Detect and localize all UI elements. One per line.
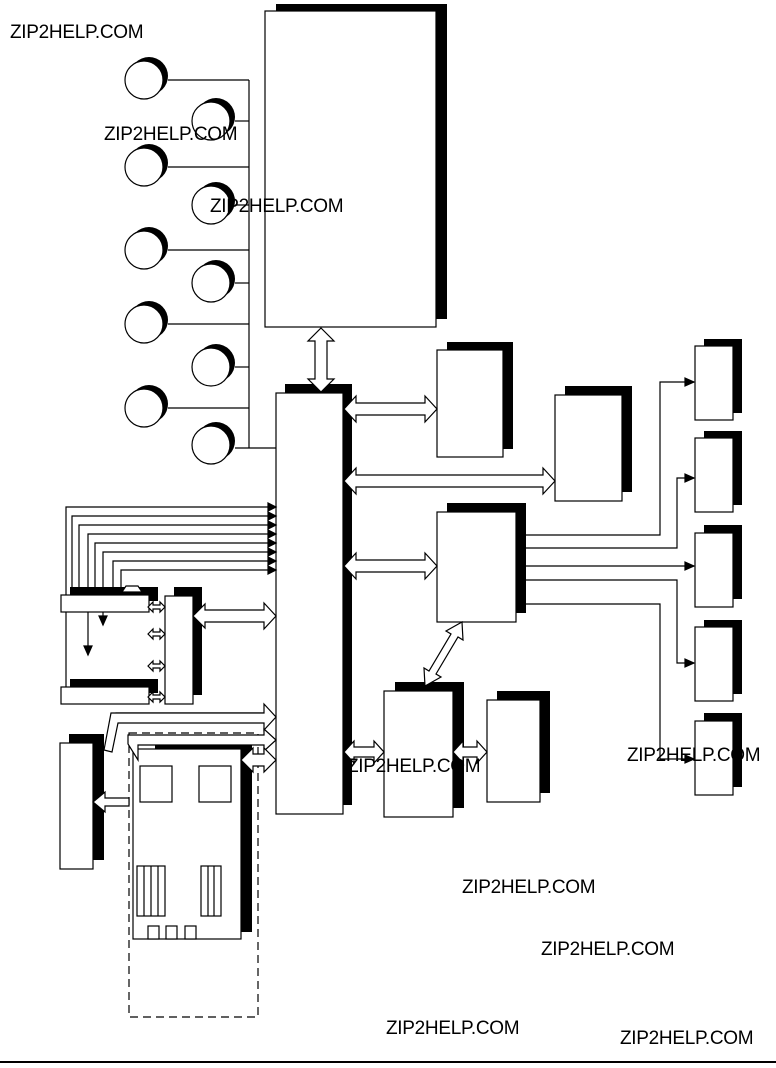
double-arrow-lower-pair bbox=[452, 739, 488, 765]
small-block bbox=[694, 339, 742, 421]
watermark-text: ZIP2HELP.COM bbox=[462, 877, 596, 898]
arrow-to-left-panel bbox=[92, 790, 130, 814]
block-upper-right-1 bbox=[436, 342, 513, 458]
output-lines bbox=[526, 377, 696, 764]
knob bbox=[191, 344, 249, 387]
block-lower-right bbox=[486, 691, 550, 803]
small-block bbox=[694, 431, 742, 513]
watermark-text: ZIP2HELP.COM bbox=[210, 196, 344, 217]
block-lower-center bbox=[383, 682, 464, 818]
knob bbox=[191, 98, 249, 141]
knob bbox=[124, 57, 249, 100]
double-arrow-to-lower-center bbox=[343, 739, 385, 765]
double-arrow-to-controller bbox=[343, 551, 438, 581]
left-connector-module bbox=[60, 585, 277, 705]
small-block bbox=[694, 620, 742, 702]
knob bbox=[191, 260, 249, 303]
double-arrow-to-block-1 bbox=[343, 394, 438, 424]
double-arrow-vertical bbox=[306, 327, 336, 393]
watermark-text: ZIP2HELP.COM bbox=[104, 124, 238, 145]
right-small-blocks bbox=[694, 339, 742, 796]
watermark-text: ZIP2HELP.COM bbox=[620, 1028, 754, 1049]
input-signal-lines bbox=[65, 502, 278, 688]
watermark-text: ZIP2HELP.COM bbox=[347, 756, 481, 777]
knob bbox=[191, 422, 276, 465]
block-middle-controller bbox=[436, 503, 526, 623]
expansion-card bbox=[128, 732, 259, 1018]
double-arrow-diagonal bbox=[423, 621, 464, 687]
block-upper-right-2 bbox=[554, 386, 632, 502]
top-large-block bbox=[264, 4, 447, 328]
knob-column bbox=[124, 57, 276, 465]
card-arrow-2 bbox=[127, 727, 277, 763]
knob bbox=[124, 144, 249, 187]
watermark-text: ZIP2HELP.COM bbox=[10, 22, 144, 43]
watermark-text: ZIP2HELP.COM bbox=[541, 939, 675, 960]
central-bus-block bbox=[275, 384, 352, 815]
knob bbox=[191, 182, 249, 225]
watermark-text: ZIP2HELP.COM bbox=[386, 1018, 520, 1039]
card-double-arrow bbox=[240, 746, 277, 774]
watermark-text: ZIP2HELP.COM bbox=[627, 745, 761, 766]
knob bbox=[124, 227, 249, 270]
small-block bbox=[694, 713, 742, 796]
knob bbox=[124, 385, 249, 428]
double-arrow-to-block-2 bbox=[343, 466, 556, 496]
knob bbox=[124, 301, 249, 344]
small-block bbox=[694, 525, 742, 608]
card-arrow-1 bbox=[103, 702, 277, 753]
left-small-panel bbox=[59, 734, 104, 870]
